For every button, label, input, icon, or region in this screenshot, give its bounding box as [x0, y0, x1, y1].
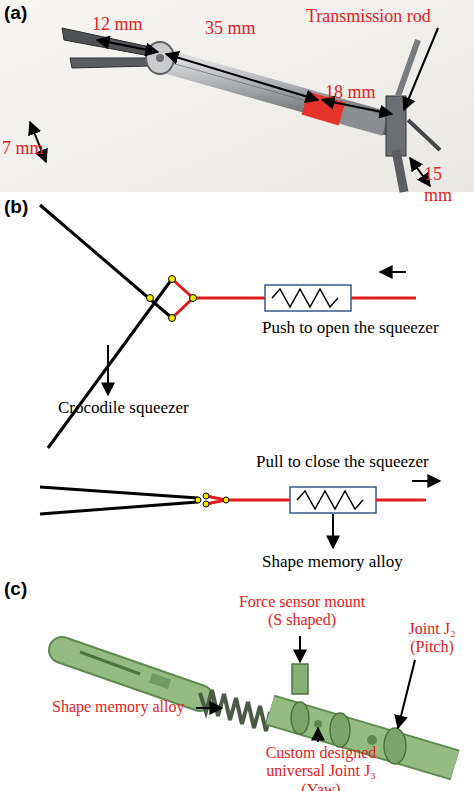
squeezer-schematic-open	[147, 295, 154, 302]
cad-instrument	[80, 652, 140, 674]
part-label: Crocodile squeezer	[58, 398, 238, 418]
instrument-photo	[398, 40, 418, 96]
instrument-photo	[0, 0, 474, 192]
callout-arrow	[299, 636, 301, 662]
squeezer-schematic-closed	[40, 502, 198, 514]
part-label: Custom designed universal Joint J₃ (Yaw)	[246, 744, 396, 791]
dimension-arrow	[30, 28, 438, 186]
callout-arrow	[398, 660, 415, 728]
dimension-label: 35 mm	[205, 18, 275, 39]
dimension-label: 12 mm	[92, 14, 162, 35]
dimension-label: 15 mm	[424, 164, 474, 205]
callout-arrow	[317, 728, 319, 742]
squeezer-schematic-closed	[203, 501, 209, 507]
dimension-label: 7 mm	[2, 138, 62, 159]
squeezer-schematic-closed	[203, 493, 209, 499]
part-label: Force sensor mount (S shaped)	[232, 593, 372, 630]
action-label: Pull to close the squeezer	[256, 452, 471, 472]
part-label: Shape memory alloy	[262, 552, 452, 572]
cad-instrument	[62, 650, 200, 698]
instrument-photo	[408, 120, 440, 150]
squeezer-schematic-open	[40, 205, 172, 318]
cad-instrument	[314, 720, 322, 728]
squeezer-schematic-open	[169, 276, 176, 283]
squeezer-schematic-closed	[332, 514, 334, 548]
squeezer-schematic-open	[193, 297, 265, 300]
instrument-photo	[386, 96, 406, 156]
dimension-arrow	[404, 28, 438, 110]
squeezer-schematic-closed	[195, 497, 201, 503]
cad-instrument	[330, 713, 350, 747]
squeezer-schematic-closed	[297, 491, 363, 509]
part-label: Joint J₂ (Pitch)	[392, 620, 472, 657]
cad-instrument	[149, 673, 171, 689]
cad-instrument	[384, 728, 406, 764]
instrument-photo	[156, 54, 164, 62]
squeezer-schematic-open	[272, 289, 338, 307]
callout-arrow	[196, 636, 415, 742]
instrument-photo	[70, 58, 150, 68]
squeezer-schematic-closed	[223, 497, 229, 503]
callout-arrow	[196, 707, 222, 709]
squeezer-schematic-closed	[290, 487, 376, 513]
cad-instrument	[367, 735, 377, 745]
dimension-label: 18 mm	[325, 82, 395, 103]
panel-label: (c)	[4, 578, 44, 600]
instrument-photo	[305, 103, 342, 114]
instrument-photo	[146, 42, 174, 74]
instrument-photo	[396, 150, 404, 192]
dimension-arrow	[97, 40, 158, 52]
squeezer-schematic-open	[265, 285, 351, 311]
dimension-arrow	[166, 54, 318, 100]
part-label: Transmission rod	[306, 6, 474, 27]
squeezer-schematic-open	[107, 345, 109, 395]
squeezer-schematic-open	[169, 315, 176, 322]
squeezer-schematic-closed	[412, 480, 440, 482]
instrument-photo	[342, 114, 385, 126]
cad-instrument	[291, 702, 309, 734]
cad-instrument	[62, 650, 200, 698]
dimension-arrow	[322, 100, 392, 114]
squeezer-schematic-open	[48, 279, 172, 448]
squeezer-schematic-closed	[376, 499, 426, 502]
squeezer-schematic-open	[190, 295, 197, 302]
squeezer-schematic-open	[351, 297, 416, 300]
panel-label: (a)	[4, 2, 44, 24]
panel-label: (b)	[4, 196, 44, 218]
squeezer-schematic-closed	[40, 487, 198, 498]
part-label: Shape memory alloy	[52, 698, 197, 716]
cad-instrument	[200, 690, 270, 731]
cad-instrument	[292, 664, 308, 694]
action-label: Push to open the squeezer	[262, 318, 467, 338]
squeezer-schematic-open	[380, 271, 406, 273]
instrument-photo	[0, 0, 474, 192]
squeezer-schematic-closed	[40, 481, 440, 548]
squeezer-schematic-closed	[226, 499, 290, 502]
